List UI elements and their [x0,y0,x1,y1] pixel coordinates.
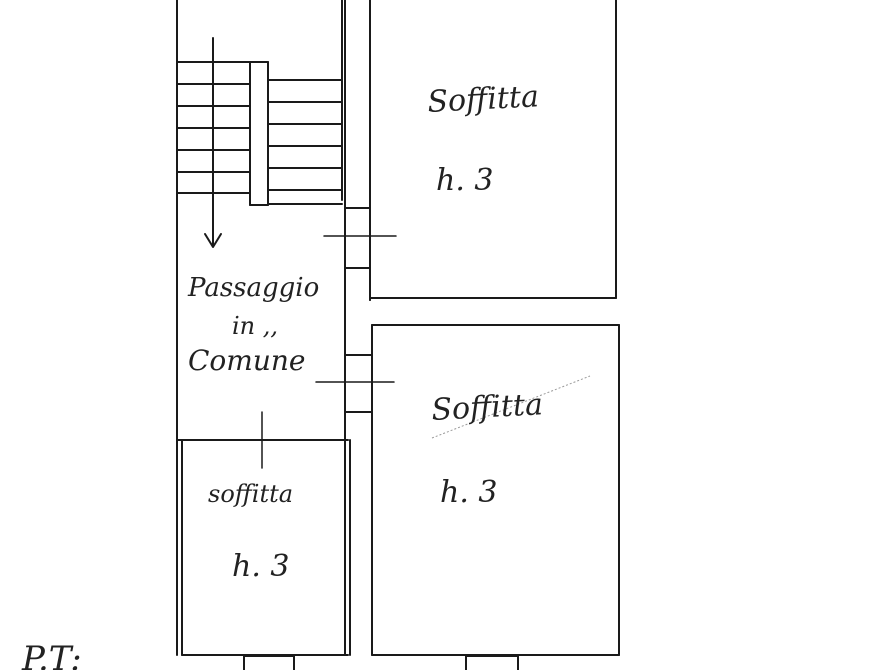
floor-label: P.T: [21,639,82,670]
corridor-label-line3: Comune [188,344,305,377]
corridor-label-line2: in ,, [232,312,278,340]
door-mark-lower [315,371,395,393]
room-top-right-name: Soffitta [427,79,540,120]
room-bottom-right-height: h. 3 [440,475,497,510]
room-bottom-left-name: soffitta [208,480,293,508]
passage-walls [344,199,373,413]
room-top-right-walls [369,0,617,301]
door-mark-upper [323,227,397,247]
room-bottom-left-height: h. 3 [232,549,289,584]
room-top-right-height: h. 3 [436,163,493,198]
pencil-stroke [431,375,591,439]
left-block-walls [176,0,351,656]
stair-direction-arrow [204,37,222,248]
room-bottom-right-name: Soffitta [431,387,544,428]
corridor-label-line1: Passaggio [187,273,319,303]
bottom-openings [243,655,519,670]
staircase [176,61,343,206]
